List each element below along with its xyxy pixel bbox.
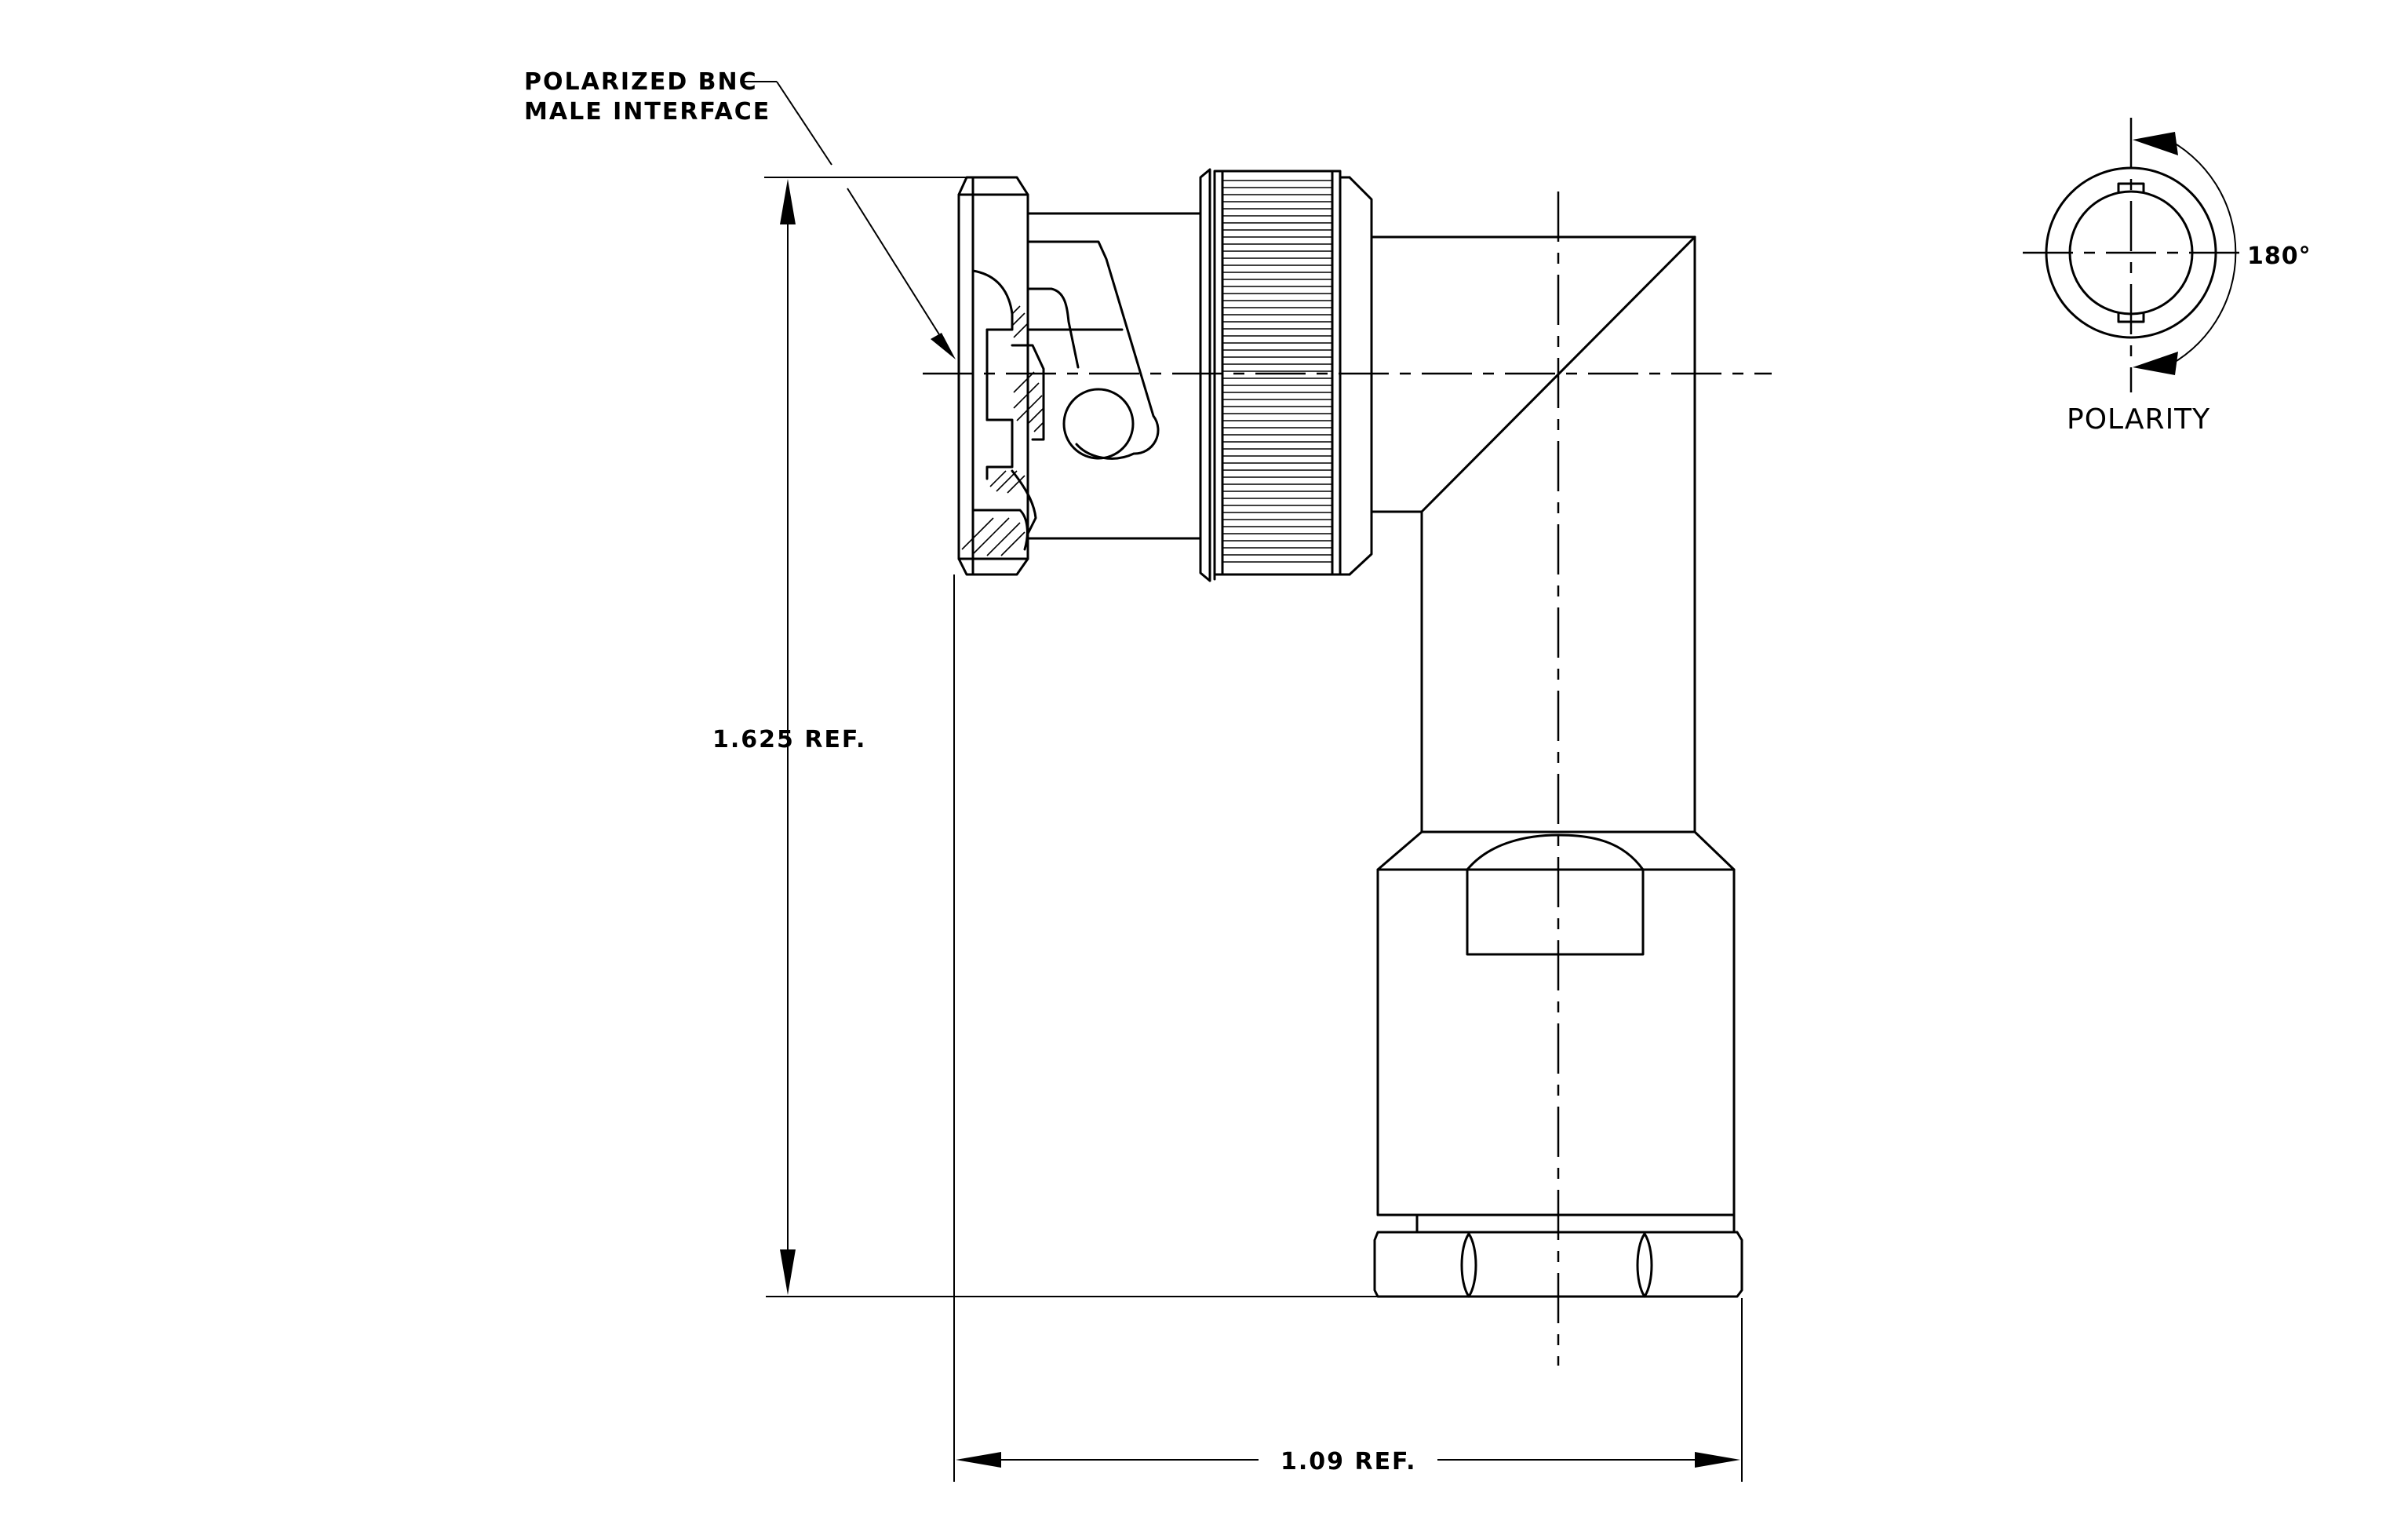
hatch-section-lower bbox=[989, 470, 1025, 494]
knurled-nut bbox=[1199, 168, 1373, 582]
right-angle-body bbox=[1370, 235, 1696, 833]
polarity-angle-label: 180° bbox=[2247, 243, 2311, 270]
hex-nut bbox=[1373, 1231, 1743, 1298]
height-dimension bbox=[764, 177, 1378, 1297]
bnc-interface bbox=[957, 176, 1045, 576]
callout-line1: POLARIZED BNC bbox=[524, 68, 758, 96]
polarity-detail bbox=[2023, 118, 2244, 392]
bayonet-sleeve bbox=[1026, 212, 1202, 540]
callout-leader bbox=[744, 81, 956, 359]
height-dimension-label: 1.625 REF. bbox=[712, 726, 866, 753]
width-dimension-label: 1.09 REF. bbox=[1281, 1448, 1417, 1475]
width-dimension bbox=[953, 574, 1743, 1482]
knurl-pattern bbox=[1222, 180, 1332, 563]
polarity-caption: POLARITY bbox=[2067, 403, 2210, 436]
hatch-section-upper bbox=[1011, 305, 1029, 338]
hatch-section-base bbox=[961, 517, 1025, 556]
hatch-section-middle bbox=[1013, 371, 1044, 432]
hex-body bbox=[1376, 830, 1736, 1234]
callout-line2: MALE INTERFACE bbox=[524, 98, 770, 126]
